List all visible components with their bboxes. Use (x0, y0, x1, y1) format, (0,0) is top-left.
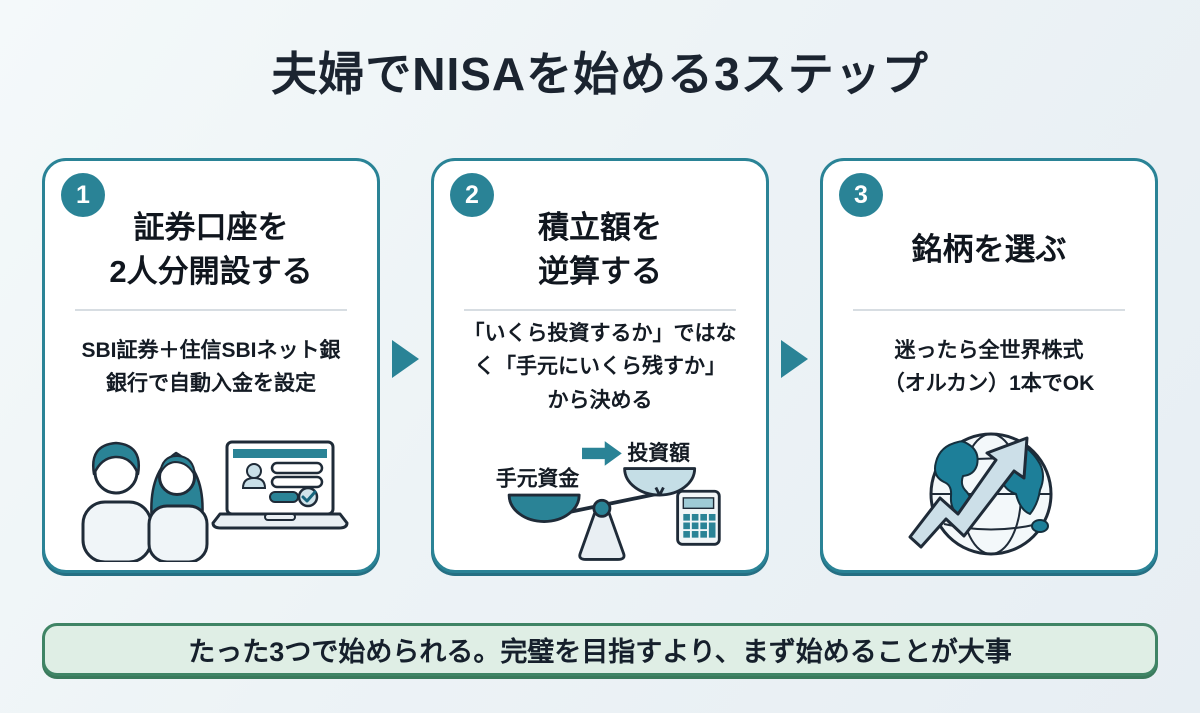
step-description-line: （オルカン）1本でOK (883, 372, 1095, 395)
step-arrow-icon (781, 339, 808, 378)
step-heading: 銘柄を選ぶ (912, 203, 1067, 297)
step-description-line: く「手元にいくら残すか」 (474, 355, 726, 379)
step-description: 「いくら投資するか」ではな く「手元にいくら残すか」 から決める (464, 313, 737, 421)
step-card-2: 2 積立額を 逆算する 「いくら投資するか」ではな く「手元にいくら残すか」 か… (431, 158, 769, 573)
step-number-badge: 1 (61, 173, 105, 217)
step-heading-line: 銘柄を選ぶ (911, 231, 1067, 267)
couple-and-laptop-icon (81, 440, 349, 562)
step-heading-line: 逆算する (538, 254, 662, 289)
step-description: SBI証券＋住信SBIネット銀 銀行で自動入金を設定 (81, 313, 340, 421)
right-arrow-icon (582, 440, 622, 466)
step-description-line: 銀行で自動入金を設定 (105, 372, 316, 395)
step-description: 迷ったら全世界株式 （オルカン）1本でOK (884, 313, 1095, 421)
summary-text: たった3つで始められる。完璧を目指すより、まず始めることが大事 (188, 637, 1012, 667)
step-heading-line: 証券口座を (133, 209, 289, 245)
steps-row: 1 証券口座を 2人分開設する SBI証券＋住信SBIネット銀 銀行で自動入金を… (42, 158, 1158, 573)
balance-scale-calculator-icon: 手元資金 投資額 (496, 440, 721, 561)
step-description-line: から決める (547, 388, 653, 412)
divider (74, 309, 348, 311)
step-heading: 積立額を 逆算する (538, 203, 662, 297)
page-title: 夫婦でNISAを始める3ステップ (271, 48, 929, 100)
step-description-line: SBI証券＋住信SBIネット銀 (81, 338, 341, 362)
step-number-badge: 3 (839, 173, 883, 217)
step-card-3: 3 銘柄を選ぶ 迷ったら全世界株式 （オルカン）1本でOK (820, 158, 1158, 573)
step-card-1: 1 証券口座を 2人分開設する SBI証券＋住信SBIネット銀 銀行で自動入金を… (42, 158, 380, 573)
step-description-line: 「いくら投資するか」ではな (463, 322, 737, 346)
step-description-line: 迷ったら全世界株式 (894, 338, 1084, 362)
step-heading: 証券口座を 2人分開設する (109, 203, 312, 297)
divider (852, 309, 1126, 311)
step-illustration (45, 421, 377, 570)
globe-growth-arrow-icon (908, 432, 1053, 555)
step-heading-line: 積立額を (538, 209, 662, 245)
step-arrow-icon (392, 339, 419, 378)
summary-banner: たった3つで始められる。完璧を目指すより、まず始めることが大事 (42, 623, 1158, 676)
divider (463, 309, 737, 311)
scale-right-label: 投資額 (627, 441, 690, 465)
step-illustration (823, 421, 1155, 570)
step-illustration: 手元資金 投資額 (434, 421, 766, 570)
step-heading-line: 2人分開設する (109, 254, 313, 289)
step-number-badge: 2 (450, 173, 494, 217)
scale-left-label: 手元資金 (496, 466, 580, 490)
